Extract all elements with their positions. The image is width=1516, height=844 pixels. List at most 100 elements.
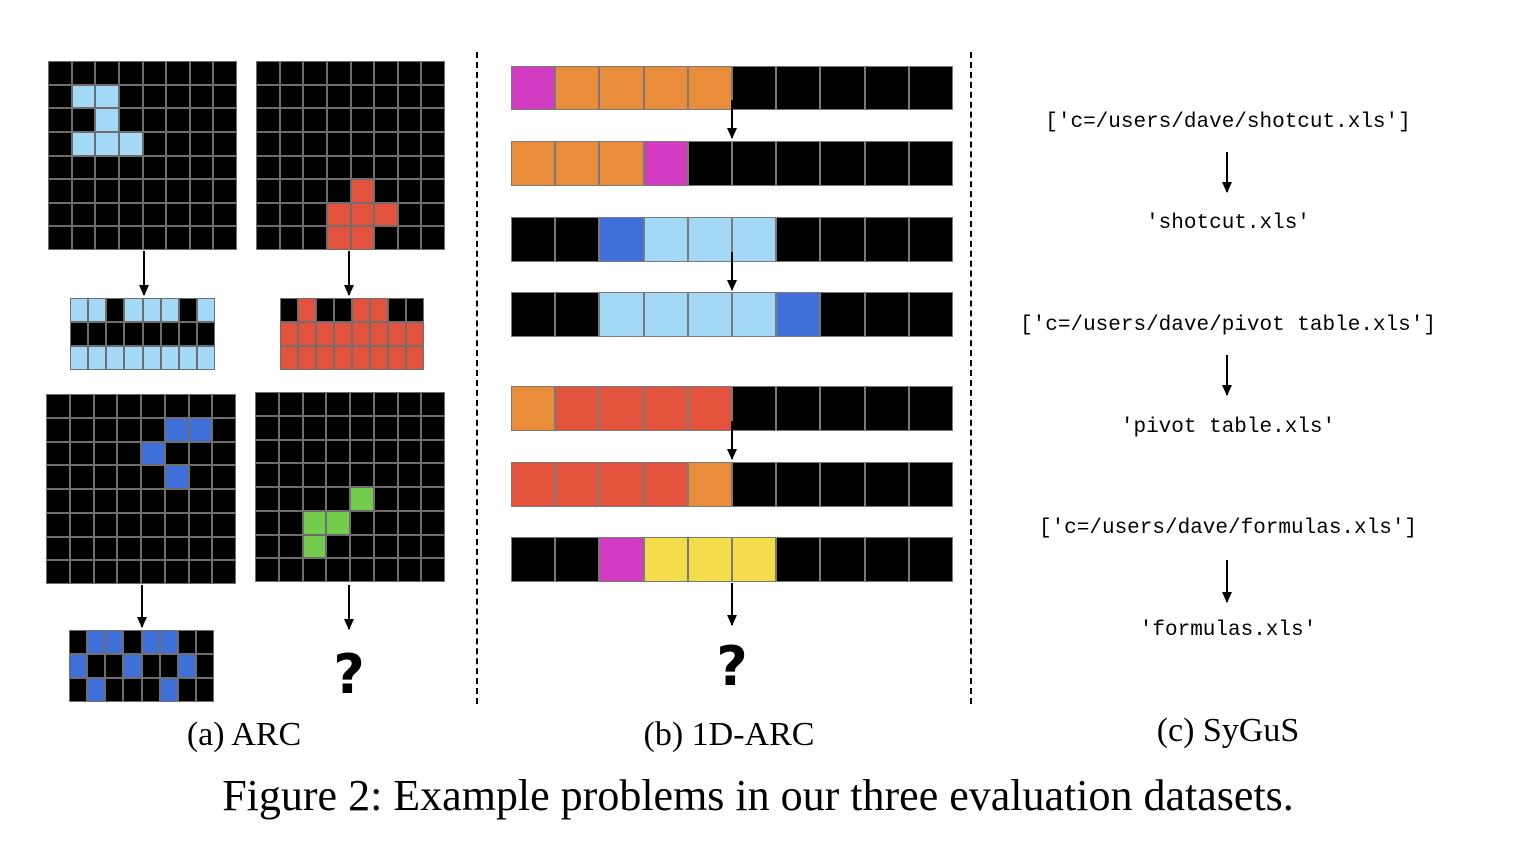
grid-cell bbox=[255, 463, 279, 487]
grid-cell bbox=[95, 155, 119, 180]
grid-cell bbox=[93, 417, 118, 442]
grid-cell bbox=[350, 487, 374, 511]
arc-test-input-grid bbox=[255, 392, 445, 582]
arc-train2-output-grid bbox=[280, 298, 424, 370]
grid-cell bbox=[397, 392, 422, 416]
grid-cell bbox=[212, 560, 236, 584]
grid-cell bbox=[302, 415, 327, 440]
grid-cell bbox=[303, 108, 327, 132]
grid-cell bbox=[188, 512, 213, 537]
strip-cell bbox=[908, 537, 953, 582]
grid-cell bbox=[70, 298, 89, 322]
grid-cell bbox=[160, 298, 179, 322]
figure-caption: Figure 2: Example problems in our three … bbox=[222, 771, 1294, 820]
grid-cell bbox=[374, 61, 398, 85]
grid-cell bbox=[278, 534, 303, 559]
grid-cell bbox=[256, 131, 280, 156]
arrow-down-icon bbox=[731, 252, 733, 290]
strip-cell bbox=[511, 141, 556, 186]
strip-cell bbox=[643, 141, 688, 186]
grid-cell bbox=[406, 346, 424, 370]
grid-cell bbox=[303, 155, 327, 180]
grid-cell bbox=[256, 108, 280, 132]
grid-cell bbox=[213, 131, 237, 156]
grid-cell bbox=[69, 417, 94, 442]
strip-cell bbox=[643, 66, 688, 110]
strip-cell bbox=[864, 386, 909, 431]
grid-cell bbox=[374, 84, 398, 109]
grid-cell bbox=[302, 510, 327, 535]
grid-cell bbox=[350, 510, 374, 535]
grid-cell bbox=[166, 202, 190, 227]
grid-cell bbox=[397, 415, 422, 440]
grid-cell bbox=[421, 108, 445, 132]
grid-cell bbox=[421, 558, 445, 582]
arc-train1-input-grid bbox=[48, 61, 237, 250]
grid-cell bbox=[48, 84, 72, 109]
grid-cell bbox=[189, 202, 214, 227]
grid-cell bbox=[141, 512, 165, 537]
grid-cell bbox=[46, 441, 70, 466]
grid-cell bbox=[124, 298, 143, 322]
strip-cell bbox=[511, 537, 556, 582]
strip-cell bbox=[820, 141, 865, 186]
grid-cell bbox=[69, 678, 88, 702]
grid-cell bbox=[213, 226, 237, 250]
grid-cell bbox=[278, 510, 303, 535]
grid-cell bbox=[69, 654, 88, 678]
strip-cell bbox=[511, 386, 556, 431]
grid-cell bbox=[71, 155, 96, 180]
strip-cell bbox=[776, 292, 821, 337]
grid-cell bbox=[302, 558, 327, 582]
grid-cell bbox=[326, 510, 350, 535]
grid-cell bbox=[278, 439, 303, 464]
grid-cell bbox=[326, 415, 350, 440]
sygus-output-3: 'formulas.xls' bbox=[1139, 619, 1317, 642]
grid-cell bbox=[350, 84, 375, 109]
grid-cell bbox=[350, 534, 374, 559]
grid-cell bbox=[388, 322, 406, 346]
grid-cell bbox=[118, 179, 143, 203]
grid-cell bbox=[105, 678, 124, 702]
strip-cell bbox=[687, 292, 732, 337]
grid-cell bbox=[326, 61, 351, 85]
strip-cell bbox=[687, 217, 732, 262]
grid-cell bbox=[69, 465, 94, 489]
grid-cell bbox=[350, 131, 375, 156]
grid-cell bbox=[48, 226, 72, 250]
grid-cell bbox=[374, 202, 398, 227]
grid-cell bbox=[178, 322, 197, 346]
grid-cell bbox=[255, 392, 279, 416]
strip-cell bbox=[732, 141, 777, 186]
grid-cell bbox=[302, 463, 327, 487]
grid-cell bbox=[160, 322, 179, 346]
grid-cell bbox=[142, 202, 167, 227]
strip-cell bbox=[820, 217, 865, 262]
grid-cell bbox=[188, 465, 213, 489]
grid-cell bbox=[46, 512, 70, 537]
grid-cell bbox=[166, 108, 190, 132]
grid-cell bbox=[326, 108, 351, 132]
grid-cell bbox=[298, 298, 316, 322]
grid-cell bbox=[87, 654, 106, 678]
grid-cell bbox=[166, 179, 190, 203]
grid-cell bbox=[93, 536, 118, 561]
strip-cell bbox=[864, 66, 909, 110]
grid-cell bbox=[123, 654, 142, 678]
strip-cell bbox=[599, 217, 644, 262]
grid-cell bbox=[124, 322, 143, 346]
grid-cell bbox=[93, 560, 118, 584]
grid-cell bbox=[421, 179, 445, 203]
grid-cell bbox=[256, 202, 280, 227]
grid-cell bbox=[117, 465, 141, 489]
grid-cell bbox=[213, 108, 237, 132]
grid-cell bbox=[213, 84, 237, 109]
arrow-down-icon bbox=[348, 251, 350, 295]
grid-cell bbox=[95, 131, 119, 156]
grid-cell bbox=[117, 489, 141, 513]
grid-cell bbox=[178, 298, 197, 322]
grid-cell bbox=[141, 536, 165, 561]
strip-cell bbox=[776, 66, 821, 110]
onedarc-train3-input-strip bbox=[511, 386, 953, 431]
grid-cell bbox=[213, 179, 237, 203]
